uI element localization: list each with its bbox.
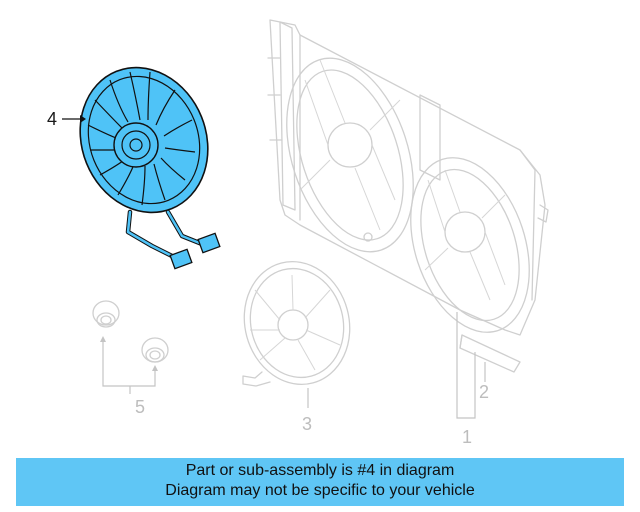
nut-upper <box>92 300 120 328</box>
bracket <box>459 334 521 373</box>
fan-shroud <box>267 19 549 336</box>
nut-lower <box>141 337 169 363</box>
fan-assembly <box>79 66 221 270</box>
callout-1: 1 <box>462 427 472 447</box>
parts-diagram: 4 1 2 3 5 <box>47 19 549 447</box>
banner-line-1: Part or sub-assembly is #4 in diagram <box>185 462 455 479</box>
leader-4 <box>62 115 86 123</box>
info-banner: Part or sub-assembly is #4 in diagram Di… <box>16 458 624 506</box>
leader-5 <box>100 336 158 394</box>
callout-3: 3 <box>302 414 312 434</box>
callout-2: 2 <box>479 382 489 402</box>
secondary-fan <box>242 260 351 387</box>
leader-1 <box>456 312 476 419</box>
banner-line-2: Diagram may not be specific to your vehi… <box>165 482 475 499</box>
callout-5: 5 <box>135 397 145 417</box>
callout-4: 4 <box>47 109 57 129</box>
